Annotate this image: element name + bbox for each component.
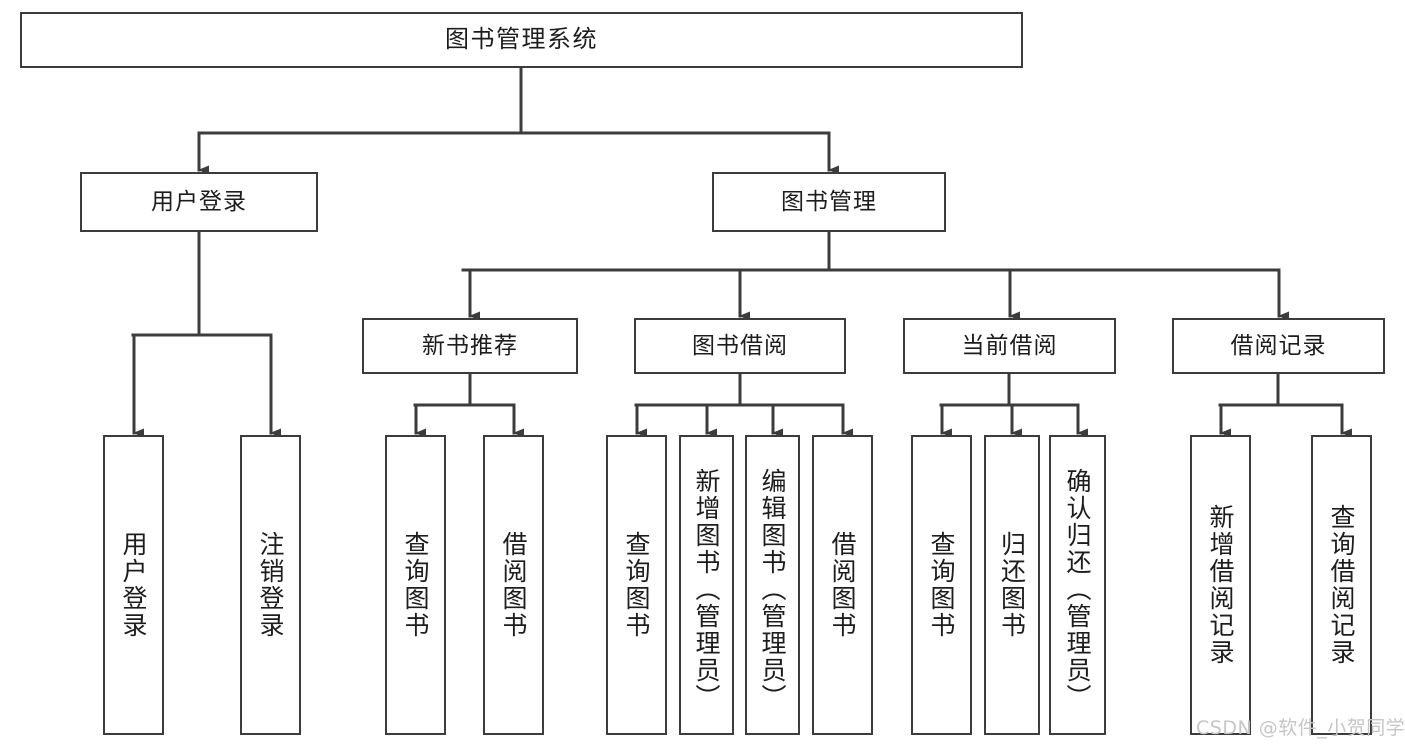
leaf-query-book-current[interactable]: 查询图书 — [911, 435, 972, 735]
leaf-query-book-recommend[interactable]: 查询图书 — [385, 435, 446, 735]
leaf-user-login-label: 用户登录 — [119, 531, 148, 639]
node-book-manage[interactable]: 图书管理 — [712, 172, 946, 232]
node-book-borrow[interactable]: 图书借阅 — [634, 318, 846, 374]
leaf-borrow-book-recommend[interactable]: 借阅图书 — [483, 435, 544, 735]
node-new-book-recommend[interactable]: 新书推荐 — [362, 318, 578, 374]
leaf-query-borrow-record[interactable]: 查询借阅记录 — [1311, 435, 1372, 735]
node-user-login[interactable]: 用户登录 — [80, 172, 318, 232]
node-root-label: 图书管理系统 — [445, 25, 598, 54]
leaf-query-borrow-record-label: 查询借阅记录 — [1327, 504, 1356, 666]
leaf-add-book-admin-label: 新增图书（管理员） — [692, 467, 721, 711]
leaf-borrow-book-recommend-label: 借阅图书 — [499, 531, 528, 639]
node-user-login-label: 用户登录 — [151, 188, 247, 215]
leaf-confirm-return-admin[interactable]: 确认归还（管理员） — [1049, 435, 1106, 735]
node-borrow-record-label: 借阅记录 — [1230, 332, 1327, 359]
leaf-user-logout-label: 注销登录 — [256, 531, 285, 639]
node-book-manage-label: 图书管理 — [781, 188, 877, 215]
leaf-user-logout[interactable]: 注销登录 — [240, 435, 301, 735]
node-new-book-recommend-label: 新书推荐 — [422, 332, 518, 359]
connector-lines — [131, 66, 1352, 438]
leaf-query-book-current-label: 查询图书 — [927, 531, 956, 639]
node-root[interactable]: 图书管理系统 — [20, 12, 1023, 68]
leaf-confirm-return-admin-label: 确认归还（管理员） — [1063, 467, 1092, 711]
leaf-edit-book-admin-label: 编辑图书（管理员） — [758, 467, 787, 711]
leaf-add-borrow-record[interactable]: 新增借阅记录 — [1190, 435, 1251, 735]
leaf-user-login[interactable]: 用户登录 — [103, 435, 164, 735]
leaf-borrow-book-borrow-label: 借阅图书 — [828, 531, 857, 639]
leaf-borrow-book-borrow[interactable]: 借阅图书 — [812, 435, 873, 735]
leaf-edit-book-admin[interactable]: 编辑图书（管理员） — [745, 435, 800, 735]
leaf-add-borrow-record-label: 新增借阅记录 — [1206, 504, 1235, 666]
leaf-query-book-borrow[interactable]: 查询图书 — [606, 435, 667, 735]
leaf-query-book-borrow-label: 查询图书 — [622, 531, 651, 639]
node-borrow-record[interactable]: 借阅记录 — [1172, 318, 1385, 374]
leaf-return-book-label: 归还图书 — [997, 531, 1027, 639]
leaf-add-book-admin[interactable]: 新增图书（管理员） — [679, 435, 734, 735]
node-current-borrow-label: 当前借阅 — [961, 332, 1058, 359]
leaf-query-book-recommend-label: 查询图书 — [401, 531, 430, 639]
node-current-borrow[interactable]: 当前借阅 — [903, 318, 1116, 374]
node-book-borrow-label: 图书借阅 — [692, 332, 788, 359]
leaf-return-book[interactable]: 归还图书 — [984, 435, 1040, 735]
